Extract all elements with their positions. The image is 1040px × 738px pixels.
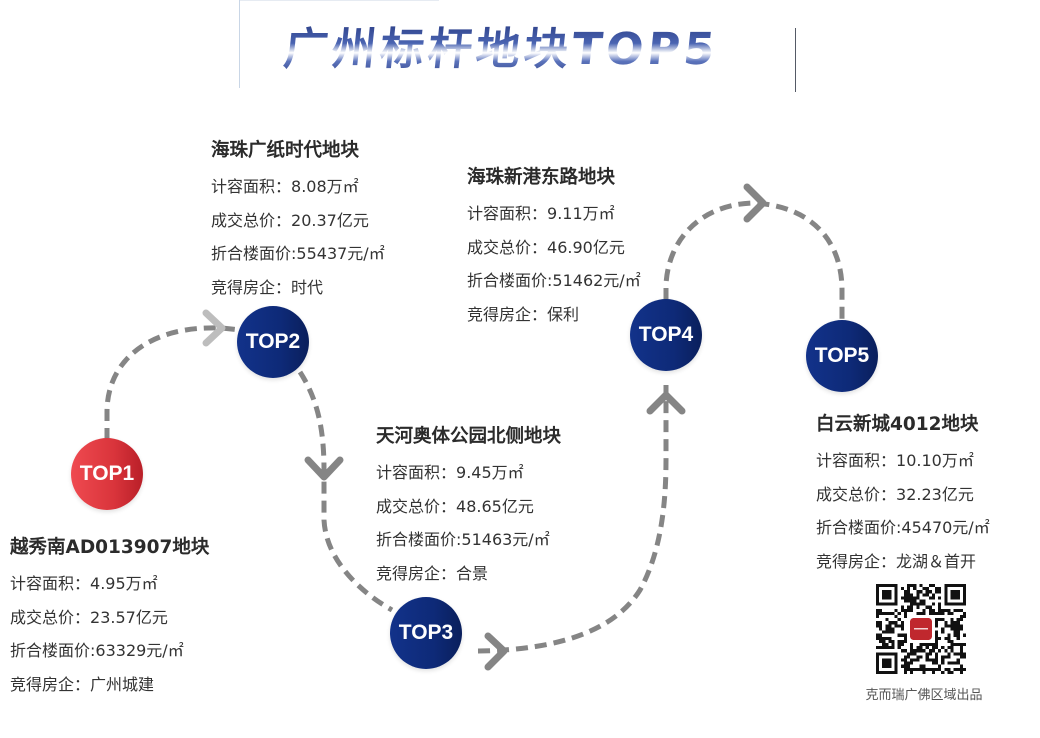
price-label: 成交总价： — [816, 484, 897, 504]
price-value: 48.65亿元 — [456, 496, 534, 516]
title-frame-right-line — [795, 28, 796, 92]
price-value: 32.23亿元 — [896, 484, 974, 504]
arrow-right-icon — [743, 183, 767, 223]
plot-unit-price-row: 折合楼面价:51463元/㎡ — [376, 523, 561, 557]
plot-area-row: 计容面积：4.95万㎡ — [10, 567, 209, 601]
unit-price-value: 45470元/㎡ — [901, 518, 990, 537]
unit-price-label: 折合楼面价: — [816, 518, 902, 537]
path-segment-1-2 — [104, 325, 241, 440]
qr-code-icon[interactable] — [876, 584, 966, 674]
developer-value: 合景 — [456, 563, 489, 583]
plot-area-row: 计容面积：9.11万㎡ — [467, 197, 641, 231]
developer-value: 龙湖＆首开 — [896, 551, 977, 571]
qr-caption: 克而瑞广佛区域出品 — [865, 688, 983, 703]
rank-node-top1: TOP1 — [71, 438, 143, 510]
plot-name: 天河奥体公园北侧地块 — [376, 426, 562, 447]
rank-node-top4: TOP4 — [630, 299, 702, 371]
plot-area-row: 计容面积：8.08万㎡ — [211, 170, 385, 204]
area-label: 计容面积： — [467, 204, 548, 223]
area-value: 4.95万㎡ — [90, 574, 158, 593]
arrow-down-icon — [304, 456, 344, 481]
plot-name: 海珠新港东路地块 — [467, 167, 616, 188]
developer-label: 竞得房企： — [10, 674, 91, 694]
price-value: 23.57亿元 — [90, 607, 168, 627]
plot-name: 海珠广纸时代地块 — [211, 140, 360, 161]
developer-value: 广州城建 — [90, 674, 155, 694]
rank-node-top5: TOP5 — [806, 320, 878, 392]
title-frame-left-line — [239, 0, 240, 88]
plot-developer-row: 竞得房企：时代 — [211, 271, 385, 305]
plot-name: 越秀南AD013907地块 — [10, 537, 210, 558]
plot-price-row: 成交总价：20.37亿元 — [211, 204, 385, 238]
price-label: 成交总价： — [376, 496, 457, 516]
plot-price-row: 成交总价：32.23亿元 — [816, 478, 990, 512]
area-value: 9.45万㎡ — [456, 463, 524, 482]
area-label: 计容面积： — [816, 451, 897, 470]
path-segment-3-4 — [477, 385, 669, 654]
plot-price-row: 成交总价：23.57亿元 — [10, 601, 209, 635]
plot-developer-row: 竞得房企：龙湖＆首开 — [816, 545, 990, 579]
plot-price-row: 成交总价：46.90亿元 — [467, 231, 641, 265]
rank-node-top3: TOP3 — [390, 597, 462, 669]
plot-price-row: 成交总价：48.65亿元 — [376, 490, 561, 524]
title-frame-top-line — [239, 0, 439, 1]
unit-price-value: 51463元/㎡ — [461, 530, 550, 549]
area-label: 计容面积： — [376, 463, 457, 482]
area-value: 9.11万㎡ — [547, 204, 615, 223]
unit-price-value: 51462元/㎡ — [552, 271, 641, 290]
price-label: 成交总价： — [211, 210, 292, 230]
price-value: 20.37亿元 — [291, 210, 369, 230]
plot-developer-row: 竞得房企：合景 — [376, 557, 561, 591]
price-label: 成交总价： — [467, 237, 548, 257]
area-label: 计容面积： — [211, 177, 292, 196]
unit-price-label: 折合楼面价: — [467, 271, 553, 290]
plot-info-top5: 白云新城4012地块 计容面积：10.10万㎡ 成交总价：32.23亿元 折合楼… — [816, 410, 990, 578]
arrow-right-icon — [202, 309, 226, 347]
area-value: 10.10万㎡ — [896, 451, 974, 470]
path-segment-2-3 — [297, 370, 394, 613]
plot-unit-price-row: 折合楼面价:51462元/㎡ — [467, 264, 641, 298]
developer-label: 竞得房企： — [211, 277, 292, 297]
area-label: 计容面积： — [10, 574, 91, 593]
unit-price-label: 折合楼面价: — [10, 641, 96, 660]
rank-node-top2: TOP2 — [237, 306, 309, 378]
developer-label: 竞得房企： — [376, 563, 457, 583]
developer-label: 竞得房企： — [816, 551, 897, 571]
area-value: 8.08万㎡ — [291, 177, 359, 196]
price-value: 46.90亿元 — [547, 237, 625, 257]
developer-label: 竞得房企： — [467, 304, 548, 324]
developer-value: 时代 — [291, 277, 324, 297]
unit-price-label: 折合楼面价: — [376, 530, 462, 549]
plot-area-row: 计容面积：9.45万㎡ — [376, 456, 561, 490]
plot-info-top2: 海珠广纸时代地块 计容面积：8.08万㎡ 成交总价：20.37亿元 折合楼面价:… — [211, 136, 385, 304]
developer-value: 保利 — [547, 304, 580, 324]
unit-price-label: 折合楼面价: — [211, 244, 297, 263]
plot-area-row: 计容面积：10.10万㎡ — [816, 444, 990, 478]
plot-unit-price-row: 折合楼面价:63329元/㎡ — [10, 634, 209, 668]
arrow-up-icon — [646, 391, 686, 415]
unit-price-value: 55437元/㎡ — [296, 244, 385, 263]
price-label: 成交总价： — [10, 607, 91, 627]
plot-developer-row: 竞得房企：广州城建 — [10, 668, 209, 702]
plot-developer-row: 竞得房企：保利 — [467, 298, 641, 332]
plot-info-top4: 海珠新港东路地块 计容面积：9.11万㎡ 成交总价：46.90亿元 折合楼面价:… — [467, 163, 641, 331]
unit-price-value: 63329元/㎡ — [95, 641, 184, 660]
plot-info-top3: 天河奥体公园北侧地块 计容面积：9.45万㎡ 成交总价：48.65亿元 折合楼面… — [376, 422, 561, 590]
path-segment-4-5 — [663, 200, 845, 322]
plot-name: 白云新城4012地块 — [816, 414, 979, 435]
arrow-right-icon — [484, 632, 508, 671]
plot-unit-price-row: 折合楼面价:45470元/㎡ — [816, 511, 990, 545]
plot-info-top1: 越秀南AD013907地块 计容面积：4.95万㎡ 成交总价：23.57亿元 折… — [10, 533, 209, 701]
plot-unit-price-row: 折合楼面价:55437元/㎡ — [211, 237, 385, 271]
